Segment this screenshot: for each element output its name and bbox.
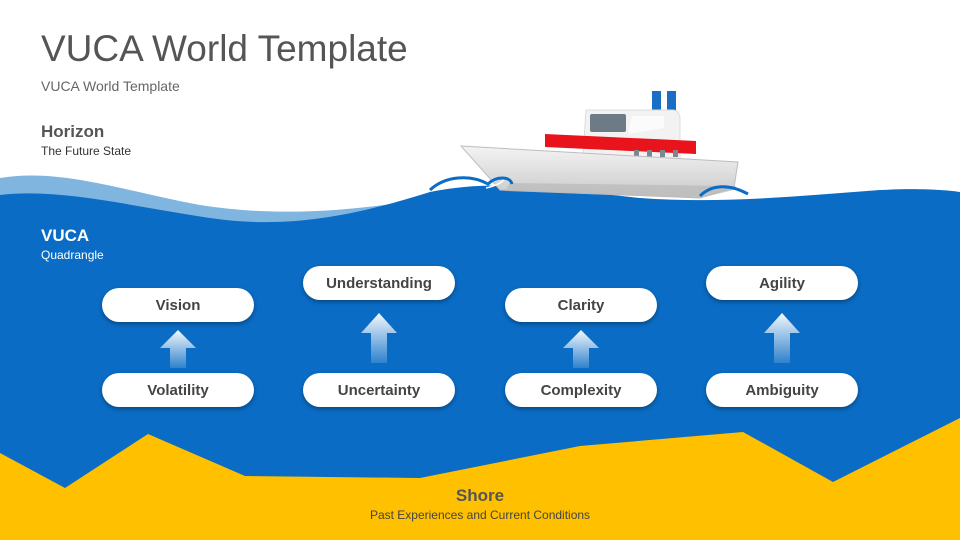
ship-icon — [459, 91, 739, 199]
splash-left — [428, 176, 514, 192]
up-arrow-icon — [361, 313, 397, 363]
shore-description: Past Experiences and Current Conditions — [369, 508, 591, 522]
pill-ambiguity: Ambiguity — [706, 373, 858, 407]
shore-label: Shore — [455, 486, 505, 505]
vuca-label: VUCA — [41, 226, 90, 245]
pill-clarity: Clarity — [505, 288, 657, 322]
pill-vision: Vision — [102, 288, 254, 322]
page-subtitle: VUCA World Template — [41, 78, 180, 94]
up-arrow-icon — [563, 330, 599, 368]
pill-understanding: Understanding — [303, 266, 455, 300]
horizon-label: Horizon — [41, 122, 105, 141]
pill-uncertainty: Uncertainty — [303, 373, 455, 407]
shore-sand — [0, 418, 960, 540]
page-title: VUCA World Template — [41, 28, 408, 69]
up-arrow-icon — [764, 313, 800, 363]
pill-agility: Agility — [706, 266, 858, 300]
horizon-description: The Future State — [41, 144, 132, 158]
pill-volatility: Volatility — [102, 373, 254, 407]
vuca-description: Quadrangle — [41, 248, 104, 262]
up-arrow-icon — [160, 330, 196, 368]
splash-right — [698, 185, 749, 198]
pill-complexity: Complexity — [505, 373, 657, 407]
